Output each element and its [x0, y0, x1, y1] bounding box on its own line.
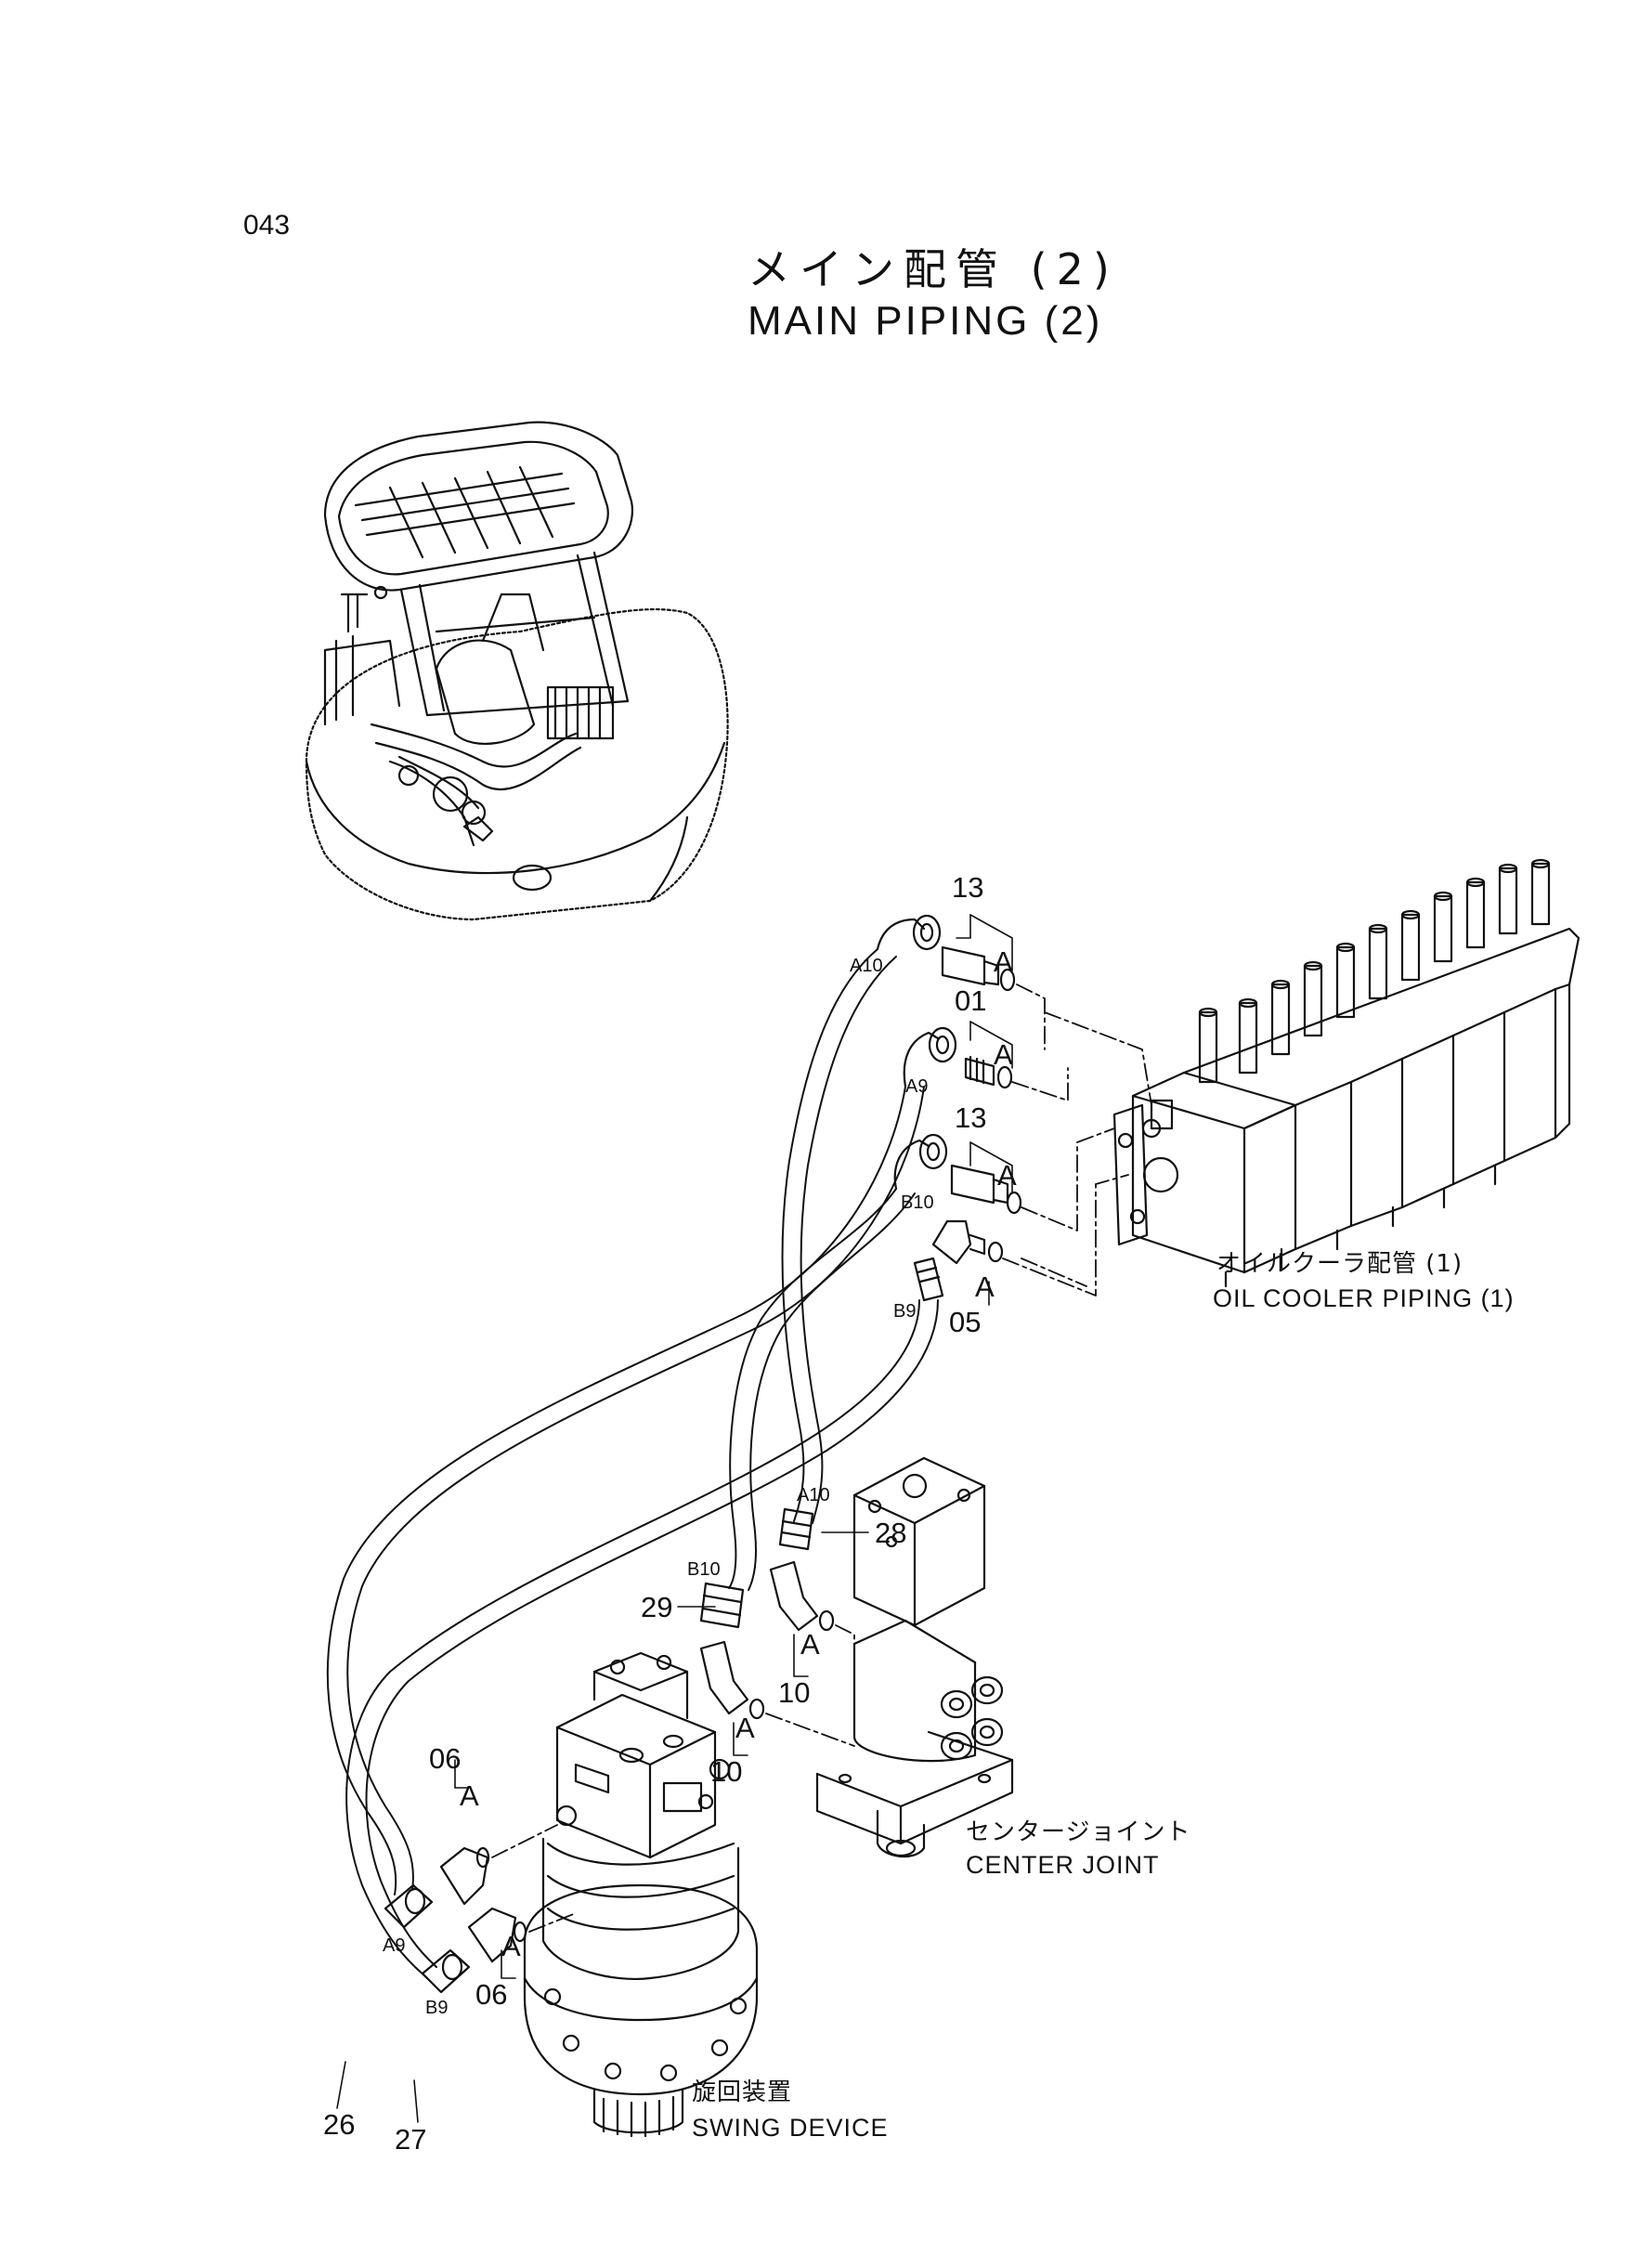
- callout-10-b: 10: [710, 1755, 743, 1788]
- detail-a-8: A: [501, 1930, 521, 1962]
- title-japanese: メイン配管 (2): [748, 244, 1119, 294]
- leader-lines: [492, 984, 1151, 1932]
- machine-illustration: [306, 423, 728, 919]
- hose-tag-b10-top: B10: [901, 1192, 934, 1213]
- detail-a-2: A: [994, 1038, 1013, 1071]
- hose-tag-b9-top: B9: [893, 1301, 917, 1322]
- callout-06-b: 06: [475, 1978, 508, 2011]
- callout-06-a: 06: [429, 1742, 462, 1775]
- hose-tag-a9-top: A9: [905, 1076, 929, 1097]
- center-joint-label-japanese: センタージョイント: [966, 1818, 1191, 1846]
- swing-device-body: [525, 1653, 757, 2136]
- callout-lines: [337, 915, 1012, 2122]
- lower-fittings: [385, 1509, 833, 1992]
- detail-a-4: A: [975, 1270, 995, 1303]
- callout-13-top: 13: [952, 871, 984, 904]
- upper-fittings: [878, 916, 1021, 1300]
- hose-tag-a10-bottom: A10: [797, 1485, 830, 1505]
- oil-cooler-label-japanese: オイルクーラ配管 (1): [1216, 1250, 1463, 1278]
- callout-13-mid: 13: [955, 1101, 987, 1134]
- swing-device-label-japanese: 旋回装置: [692, 2078, 793, 2106]
- swing-device-label-english: SWING DEVICE: [692, 2114, 889, 2142]
- callout-01: 01: [955, 984, 987, 1017]
- oil-cooler-label-english: OIL COOLER PIPING (1): [1213, 1284, 1515, 1312]
- hose-tag-b9-bottom: B9: [425, 1998, 449, 2018]
- page-number: 043: [243, 210, 291, 241]
- hose-tag-a10-top: A10: [850, 956, 883, 976]
- callout-10-a: 10: [778, 1676, 811, 1709]
- detail-a-7: A: [460, 1779, 479, 1812]
- detail-a-1: A: [994, 945, 1013, 978]
- detail-a-3: A: [997, 1159, 1017, 1192]
- hose-tag-b10-bottom: B10: [687, 1559, 721, 1580]
- hose-tag-a9-bottom: A9: [383, 1935, 406, 1956]
- center-joint-label-english: CENTER JOINT: [966, 1851, 1160, 1879]
- callout-05: 05: [949, 1306, 982, 1338]
- detail-a-6: A: [735, 1712, 755, 1744]
- detail-a-5: A: [800, 1628, 820, 1661]
- callout-29: 29: [641, 1591, 673, 1623]
- control-valve: [1114, 860, 1579, 1286]
- callout-26: 26: [323, 2108, 356, 2141]
- callout-27: 27: [395, 2123, 427, 2156]
- center-joint-body: [817, 1458, 1012, 1857]
- title-english: MAIN PIPING (2): [748, 298, 1103, 344]
- hoses: [328, 949, 938, 1978]
- callout-28: 28: [875, 1517, 907, 1549]
